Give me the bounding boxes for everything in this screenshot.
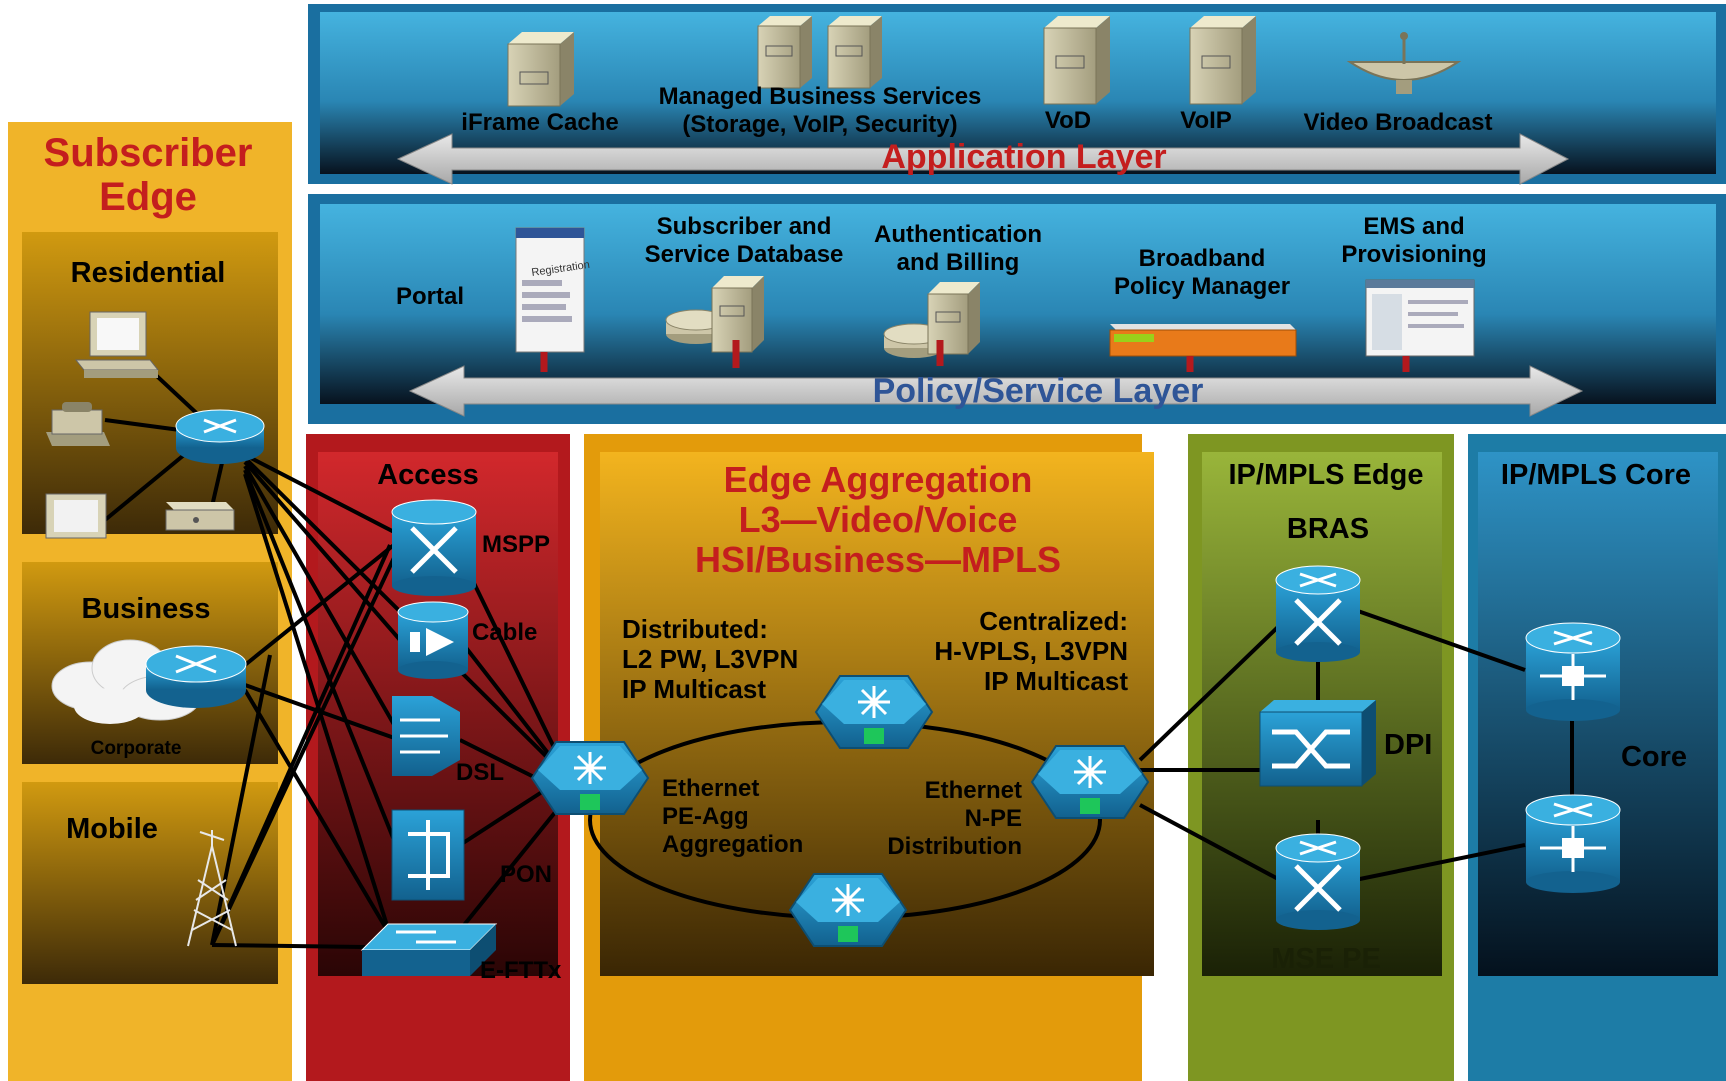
dpi-label: DPI <box>1384 729 1432 761</box>
core-router-icon-1 <box>1525 622 1621 721</box>
core-label: Core <box>1621 741 1687 773</box>
ems-label-1: EMS and <box>1363 213 1464 240</box>
iframe-cache-label: iFrame Cache <box>461 109 618 136</box>
fttx-label: E-FTTx <box>480 957 562 984</box>
ems-provisioning-screen-icon <box>1365 279 1475 372</box>
edge-agg-title-1: Edge Aggregation <box>724 459 1033 500</box>
policy-manager-appliance-icon <box>1109 324 1297 372</box>
mspp-device-icon <box>391 499 477 596</box>
voip-label: VoIP <box>1180 107 1232 134</box>
set-top-box-icon <box>165 502 235 531</box>
dpi-device-icon <box>1259 700 1376 787</box>
voip-server-icon <box>1189 16 1256 105</box>
residential-label: Residential <box>71 257 226 289</box>
policy-layer-title: Policy/Service Layer <box>873 372 1204 410</box>
npe-switch-icon <box>1030 745 1150 819</box>
auth-billing-label-1: Authentication <box>874 221 1042 248</box>
ems-label-2: Provisioning <box>1341 241 1486 268</box>
ip-mpls-core-title: IP/MPLS Core <box>1501 459 1691 491</box>
mobile-label: Mobile <box>66 813 158 845</box>
managed-services-server-icon-2 <box>827 16 882 89</box>
portal-registration-screen-icon <box>515 227 585 372</box>
dsl-label: DSL <box>456 759 504 786</box>
subscriber-edge-title-2: Edge <box>99 175 197 219</box>
policy-layer-arrow <box>408 365 1584 417</box>
iframe-cache-server-icon <box>507 32 574 107</box>
subscriber-database-icon <box>665 276 764 368</box>
ip-mpls-edge-title: IP/MPLS Edge <box>1229 459 1424 491</box>
phone-icon <box>46 402 110 446</box>
cell-tower-icon <box>187 830 237 947</box>
centralized-label-1: Centralized: <box>979 606 1128 636</box>
pe-agg-label-2: PE-Agg <box>662 803 749 830</box>
mspp-label: MSPP <box>482 531 550 558</box>
managed-services-server-icon-1 <box>757 16 812 89</box>
pon-label: PON <box>500 861 552 888</box>
subscriber-edge-title-1: Subscriber <box>44 131 253 175</box>
pe-agg-switch-icon <box>530 741 650 815</box>
application-layer-arrow <box>396 133 1570 185</box>
bras-label: BRAS <box>1287 513 1369 545</box>
dsl-dslam-icon <box>392 696 460 776</box>
vod-server-icon <box>1043 16 1110 105</box>
auth-billing-label-2: and Billing <box>897 249 1020 276</box>
access-title: Access <box>377 459 479 491</box>
portal-label: Portal <box>396 283 464 310</box>
vod-label: VoD <box>1045 107 1091 134</box>
subscriber-db-label-1: Subscriber and <box>657 213 832 240</box>
core-router-icon-2 <box>1525 794 1621 893</box>
centralized-label-3: IP Multicast <box>984 666 1128 696</box>
tv-monitor-icon <box>45 493 107 539</box>
fttx-switch-icon <box>360 923 498 976</box>
npe-label-1: Ethernet <box>925 777 1022 804</box>
corporate-label: Corporate <box>91 738 182 759</box>
distributed-label-3: IP Multicast <box>622 674 766 704</box>
subscriber-edge-frame <box>8 122 292 1081</box>
mse-pe-router-icon <box>1275 833 1361 930</box>
mse-pe-label: MSE PE <box>1271 943 1381 975</box>
distributed-label-2: L2 PW, L3VPN <box>622 644 798 674</box>
pon-olt-icon <box>391 809 465 901</box>
video-broadcast-label: Video Broadcast <box>1304 109 1493 136</box>
business-label: Business <box>82 593 211 625</box>
npe-label-2: N-PE <box>965 805 1022 832</box>
managed-services-label-2: (Storage, VoIP, Security) <box>682 111 957 138</box>
cable-cmts-icon <box>397 601 469 679</box>
pc-icon <box>74 311 160 378</box>
distributed-label-1: Distributed: <box>622 614 768 644</box>
bottom-agg-switch-icon <box>788 873 908 947</box>
top-agg-switch-icon <box>814 675 934 749</box>
pe-agg-label-3: Aggregation <box>662 831 803 858</box>
pe-agg-label-1: Ethernet <box>662 775 759 802</box>
policy-manager-label-1: Broadband <box>1139 245 1266 272</box>
bras-router-icon <box>1275 565 1361 662</box>
cable-label: Cable <box>472 619 537 646</box>
edge-agg-title-3: HSI/Business—MPLS <box>695 539 1061 580</box>
edge-agg-title-2: L3—Video/Voice <box>739 499 1018 540</box>
subscriber-db-label-2: Service Database <box>645 241 844 268</box>
business-router-icon <box>145 645 247 708</box>
ip-mpls-core-frame <box>1468 434 1726 1081</box>
billing-database-icon <box>883 282 980 366</box>
application-layer-title: Application Layer <box>881 138 1166 176</box>
centralized-label-2: H-VPLS, L3VPN <box>934 636 1128 666</box>
npe-label-3: Distribution <box>887 833 1022 860</box>
managed-services-label-1: Managed Business Services <box>659 83 982 110</box>
residential-router-icon <box>175 409 265 464</box>
satellite-dish-icon <box>1346 32 1462 94</box>
policy-manager-label-2: Policy Manager <box>1114 273 1290 300</box>
